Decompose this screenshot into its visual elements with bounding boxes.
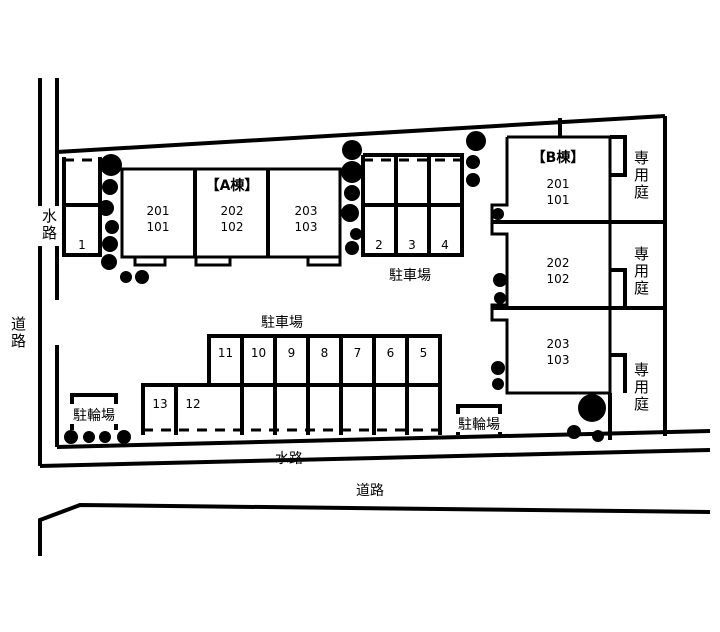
unit-lower: 102 [547, 272, 570, 286]
tree-icon [494, 292, 506, 304]
bicycle-parking-label: 駐輪場 [73, 407, 115, 424]
unit-upper: 201 [147, 204, 170, 218]
waterway-left-label: 水路 [40, 208, 58, 242]
parking-spot-label: 12 [185, 397, 200, 411]
building-a-title: 【A棟】 [206, 177, 259, 194]
tree-icon [466, 155, 480, 169]
parking-spot-1: 1 [62, 157, 102, 257]
parking-spot-label: 8 [321, 346, 329, 360]
private-garden-label: 専用庭 [632, 150, 650, 201]
tree-icon [342, 140, 362, 160]
waterway-bottom-label: 水路 [275, 451, 303, 467]
parking-spot-label: 5 [420, 346, 428, 360]
tree-icon [117, 430, 131, 444]
tree-icon [491, 361, 505, 375]
parking-spot-label: 6 [387, 346, 395, 360]
parking-spot-label: 9 [288, 346, 296, 360]
tree-icon [135, 270, 149, 284]
road-bottom-label: 道路 [356, 483, 384, 499]
private-garden-label: 専用庭 [632, 362, 650, 413]
tree-icon [492, 378, 504, 390]
tree-icon [120, 271, 132, 283]
parking-spot-label: 3 [408, 238, 416, 252]
tree-icon [64, 430, 78, 444]
unit-upper: 203 [547, 337, 570, 351]
road-left-label: 道路 [9, 316, 27, 350]
bicycle-parking-west: 駐輪場 [64, 393, 122, 430]
unit-lower: 101 [147, 220, 170, 234]
tree-icon [492, 208, 504, 220]
tree-icon [466, 131, 486, 151]
tree-icon [341, 204, 359, 222]
tree-icon [344, 185, 360, 201]
unit-upper: 202 [547, 256, 570, 270]
tree-icon [341, 161, 363, 183]
tree-icon [578, 394, 606, 422]
parking-north: 2 3 4 駐車場 [361, 153, 464, 284]
tree-icon [493, 273, 507, 287]
unit-lower: 102 [221, 220, 244, 234]
tree-icon [101, 254, 117, 270]
parking-spot-label: 13 [152, 397, 167, 411]
tree-icon [567, 425, 581, 439]
tree-icon [350, 228, 362, 240]
tree-icon [102, 179, 118, 195]
tree-icon [98, 200, 114, 216]
unit-upper: 201 [547, 177, 570, 191]
bicycle-parking-east: 駐輪場 [452, 404, 506, 435]
parking-spot-label: 2 [375, 238, 383, 252]
tree-icon [345, 241, 359, 255]
parking-spot-label: 10 [251, 346, 266, 360]
tree-icon [83, 431, 95, 443]
bicycle-parking-label: 駐輪場 [458, 416, 500, 433]
unit-upper: 202 [221, 204, 244, 218]
parking-label-south: 駐車場 [261, 314, 303, 331]
parking-spot-label: 1 [78, 238, 86, 252]
parking-spot-label: 7 [354, 346, 362, 360]
parking-spot-label: 4 [441, 238, 449, 252]
parking-south: 11 10 9 8 7 6 5 13 12 駐車場 [141, 314, 442, 435]
tree-icon [99, 431, 111, 443]
tree-icon [466, 173, 480, 187]
tree-icon [102, 236, 118, 252]
tree-icon [100, 154, 122, 176]
private-garden-label: 専用庭 [632, 246, 650, 297]
unit-lower: 103 [295, 220, 318, 234]
unit-lower: 103 [547, 353, 570, 367]
building-b-title: 【B棟】 [532, 149, 585, 166]
building-a: 【A棟】 201 101 202 102 203 103 [120, 167, 342, 267]
unit-lower: 101 [547, 193, 570, 207]
unit-upper: 203 [295, 204, 318, 218]
tree-icon [592, 430, 604, 442]
tree-icon [105, 220, 119, 234]
building-b: 【B棟】 201 101 202 102 203 103 専用庭 専用庭 専用庭 [490, 135, 665, 440]
parking-spot-label: 11 [218, 346, 233, 360]
trees [64, 131, 606, 444]
boundary-lines [38, 78, 711, 556]
parking-label-north: 駐車場 [389, 267, 431, 284]
